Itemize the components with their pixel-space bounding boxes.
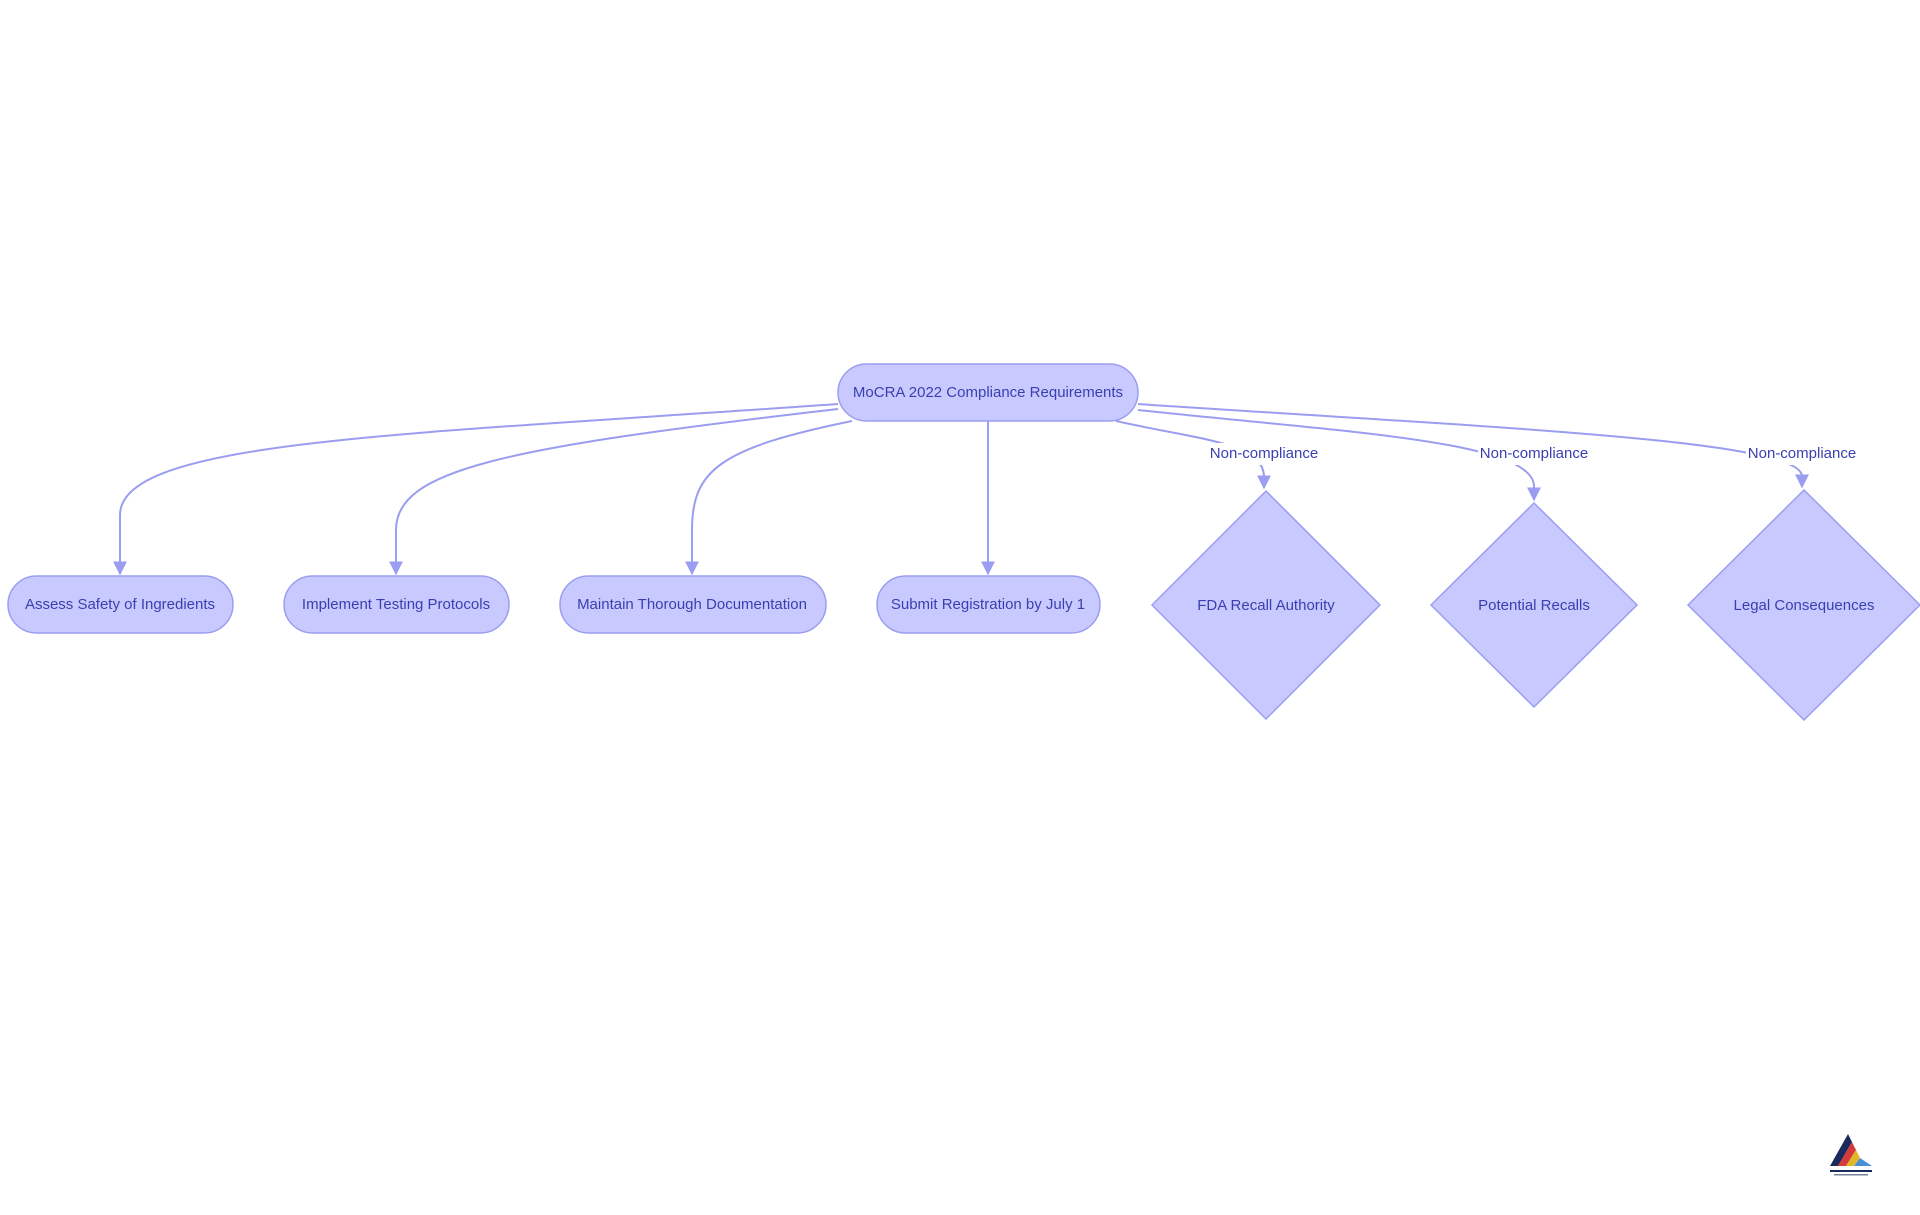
- edge-label-legal-consequences: Non-compliance: [1748, 445, 1856, 462]
- requirement-node-assess-safety: Assess Safety of Ingredients: [7, 575, 234, 634]
- consequence-label: FDA Recall Authority: [1197, 597, 1335, 614]
- consequence-label: Legal Consequences: [1734, 597, 1875, 614]
- root-node: MoCRA 2022 Compliance Requirements: [837, 363, 1139, 422]
- requirement-node-registration: Submit Registration by July 1: [876, 575, 1101, 634]
- requirement-label: Assess Safety of Ingredients: [25, 596, 215, 613]
- edge-label-potential-recalls: Non-compliance: [1480, 445, 1588, 462]
- requirement-node-documentation: Maintain Thorough Documentation: [559, 575, 827, 634]
- edge-labels: Non-compliance Non-compliance Non-compli…: [1208, 443, 1858, 465]
- edge-root-to-testing-protocols: [389, 408, 839, 576]
- edge-root-to-potential-recalls: [1137, 409, 1541, 502]
- consequence-label: Potential Recalls: [1478, 597, 1590, 614]
- edge-label-fda-recall: Non-compliance: [1210, 445, 1318, 462]
- requirement-label: Submit Registration by July 1: [891, 596, 1085, 613]
- edge-root-to-documentation: [685, 420, 853, 576]
- requirement-label: Maintain Thorough Documentation: [577, 596, 807, 613]
- edge-root-to-assess-safety: [113, 403, 839, 576]
- consequence-node-fda-recall: FDA Recall Authority: [1150, 489, 1382, 721]
- company-logo-icon: [1830, 1134, 1872, 1176]
- consequence-node-potential-recalls: Potential Recalls: [1429, 501, 1639, 709]
- root-node-label: MoCRA 2022 Compliance Requirements: [853, 384, 1123, 401]
- consequence-node-legal-consequences: Legal Consequences: [1686, 488, 1920, 722]
- requirement-label: Implement Testing Protocols: [302, 596, 490, 613]
- requirement-node-testing-protocols: Implement Testing Protocols: [283, 575, 510, 634]
